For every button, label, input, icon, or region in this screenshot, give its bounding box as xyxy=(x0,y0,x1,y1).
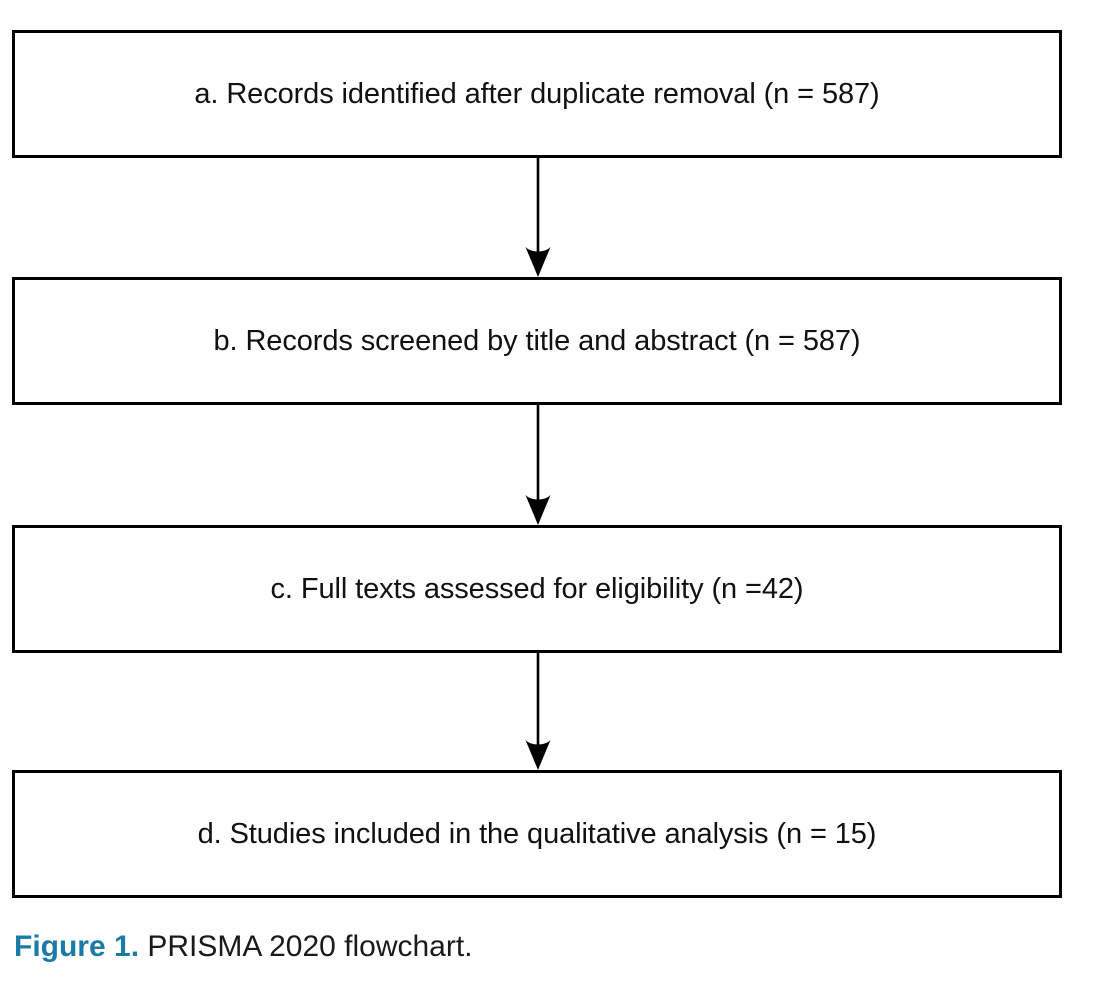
figure-caption-label: Figure 1. xyxy=(14,930,140,963)
flowchart-node-b: b. Records screened by title and abstrac… xyxy=(12,277,1062,405)
flowchart-node-b-label: b. Records screened by title and abstrac… xyxy=(213,324,861,357)
flowchart-node-d: d. Studies included in the qualitative a… xyxy=(12,770,1062,898)
flowchart-arrow-a-to-b xyxy=(524,158,552,277)
flowchart-arrow-c-to-d xyxy=(524,653,552,770)
flowchart-node-c: c. Full texts assessed for eligibility (… xyxy=(12,525,1062,653)
flowchart-node-c-label: c. Full texts assessed for eligibility (… xyxy=(270,572,804,605)
flowchart-node-d-label: d. Studies included in the qualitative a… xyxy=(197,817,877,850)
figure-caption-body: PRISMA 2020 flowchart. xyxy=(147,930,473,963)
flowchart-node-a-label: a. Records identified after duplicate re… xyxy=(194,77,880,110)
flowchart-node-a: a. Records identified after duplicate re… xyxy=(12,30,1062,158)
figure-caption: Figure 1. PRISMA 2020 flowchart. xyxy=(14,928,1074,966)
flowchart-arrow-b-to-c xyxy=(524,405,552,525)
